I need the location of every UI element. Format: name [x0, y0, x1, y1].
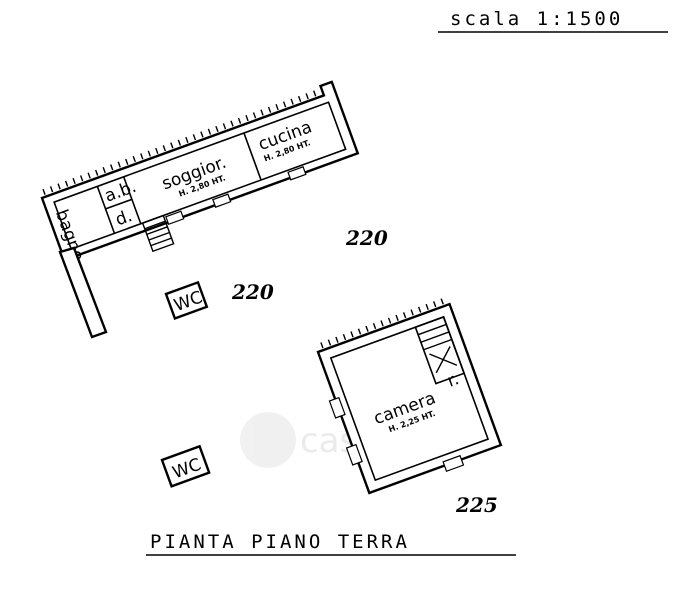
plan-title: PIANTA PIANO TERRA	[146, 531, 516, 556]
camera-wall-hatching	[320, 298, 444, 349]
room-label-disimpegno: d.	[113, 206, 135, 230]
wc-annex-lower: WC	[160, 444, 211, 488]
window-cucina	[287, 166, 307, 181]
stairs-camera	[417, 323, 458, 374]
wall-antibagno	[105, 198, 133, 210]
upper-inner-outline	[53, 101, 347, 251]
upper-left-wing-wall	[58, 246, 108, 339]
plan-title-text: PIANTA PIANO TERRA	[150, 531, 410, 553]
window-soggiorno-1	[165, 210, 185, 226]
level-label-lower: 225	[455, 493, 498, 517]
window-camera-left-2	[345, 443, 363, 466]
camera-inner-outline	[329, 315, 490, 482]
watermark-logo-icon	[240, 412, 296, 468]
level-label-upper-left: 220	[231, 280, 274, 304]
wc-annex-upper: WC	[164, 280, 209, 320]
window-camera-bottom	[442, 454, 465, 472]
wall-bagno	[96, 186, 116, 234]
camera-building: camera H. 2,25 HT. r.	[316, 298, 503, 495]
ripostiglio-wall	[414, 315, 466, 385]
upper-wall-hatching	[42, 90, 317, 195]
window-camera-left	[328, 396, 346, 419]
stairs-upper	[141, 214, 175, 253]
window-soggiorno-2	[212, 193, 232, 208]
upper-building: bagno a.b. d. soggior. H. 2,80 HT. cucin…	[40, 80, 360, 264]
scale-label: scala 1:1500	[450, 8, 623, 30]
level-label-upper-right: 220	[345, 226, 388, 250]
wall-cucina	[243, 132, 262, 181]
wall-disimpegno	[122, 176, 142, 225]
scale-header: scala 1:1500	[438, 8, 668, 33]
